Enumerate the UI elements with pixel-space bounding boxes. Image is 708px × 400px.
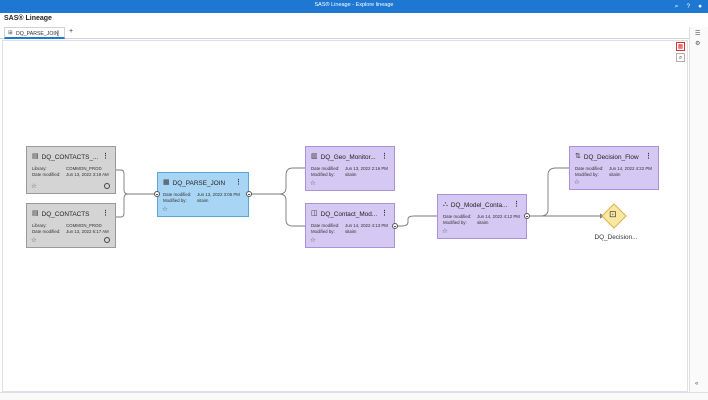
job-icon: ▦ <box>163 179 170 186</box>
date-modified-label: Date modified: <box>163 192 192 197</box>
date-modified-value: Jun 13, 2022 2:16 PM <box>345 166 388 171</box>
modified-by-value: sitaim <box>197 198 209 203</box>
library-value: COMMON_PROD <box>66 223 102 228</box>
lineage-node-dq-parse-join[interactable]: ▦ DQ_PARSE_JOIN ⋮ Date modified: Jun 13,… <box>157 172 249 217</box>
node-name: DQ_PARSE_JOIN <box>172 179 226 187</box>
node-menu-button[interactable]: ⋮ <box>102 210 109 217</box>
expand-icon[interactable]: « <box>695 381 699 387</box>
tab-dq-parse-join[interactable]: ⊞ DQ_PARSE_JOIN ⋮ <box>4 27 65 39</box>
lineage-icon: ⊞ <box>8 30 13 36</box>
search-icon[interactable]: ⌕ <box>674 3 679 10</box>
expand-port-contact-mod-output[interactable] <box>392 223 398 229</box>
date-modified-label: Date modified: <box>311 223 340 228</box>
date-modified-label: Date modified: <box>32 172 61 177</box>
project-icon: ⛬ <box>443 201 448 208</box>
status-circle-icon <box>104 183 110 189</box>
node-name: DQ_CONTACTS_... <box>41 153 99 161</box>
node-name: DQ_Contact_Mod... <box>320 210 378 218</box>
lineage-node-dq-contacts-2[interactable]: ▤ DQ_CONTACTS ⋮ Library: COMMON_PROD Dat… <box>26 203 116 248</box>
table-icon: ▤ <box>32 210 39 217</box>
user-icon[interactable]: ● <box>698 3 702 10</box>
lineage-node-dq-decision[interactable]: ⊡ <box>601 203 627 229</box>
favorite-star-icon[interactable]: ☆ <box>310 237 316 244</box>
node-name: DQ_Geo_Monitor... <box>320 153 376 161</box>
date-modified-label: Date modified: <box>32 229 61 234</box>
app-header: SAS® Lineage <box>0 13 708 26</box>
modified-by-value: sitaim <box>345 229 357 234</box>
modified-by-label: Modified by: <box>163 198 187 203</box>
lineage-node-dq-model-conta[interactable]: ⛬ DQ_Model_Conta... ⋮ Date modified: Jun… <box>437 194 527 239</box>
modified-by-label: Modified by: <box>311 229 335 234</box>
modified-by-label: Modified by: <box>311 172 335 177</box>
date-modified-value: Jun 14, 2022 4:22 PM <box>609 166 652 171</box>
node-menu-button[interactable]: ⋮ <box>513 201 520 208</box>
date-modified-label: Date modified: <box>311 166 340 171</box>
flow-icon: ⇅ <box>575 153 581 160</box>
favorite-star-icon[interactable]: ☆ <box>31 237 37 244</box>
expand-port-parse-output[interactable] <box>246 191 252 197</box>
node-name: DQ_CONTACTS <box>41 210 90 218</box>
tab-bar: ⊞ DQ_PARSE_JOIN ⋮ + <box>0 27 708 39</box>
lineage-node-dq-contact-mod[interactable]: ◫ DQ_Contact_Mod... ⋮ Date modified: Jun… <box>305 203 395 248</box>
details-icon[interactable]: ☰ <box>695 31 701 37</box>
modified-by-label: Modified by: <box>443 220 467 225</box>
decision-node-label: DQ_Decision... <box>594 234 638 241</box>
node-menu-button[interactable]: ⋮ <box>381 153 388 160</box>
node-name: DQ_Model_Conta... <box>450 201 508 209</box>
modified-by-value: sitaim <box>609 172 621 177</box>
favorite-star-icon[interactable]: ☆ <box>310 180 316 187</box>
expand-port-parse-input[interactable] <box>154 191 160 197</box>
help-icon[interactable]: ? <box>686 3 691 10</box>
favorite-star-icon[interactable]: ☆ <box>442 228 448 235</box>
date-modified-value: Jun 14, 2022 4:13 PM <box>345 223 388 228</box>
add-tab-button[interactable]: + <box>69 28 74 35</box>
date-modified-value: Jun 14, 2022 4:12 PM <box>477 214 520 219</box>
zoom-icon[interactable]: ⌕ <box>676 53 685 62</box>
right-panel: ☰ ⚙ « <box>689 27 708 392</box>
status-bar <box>0 392 708 400</box>
favorite-star-icon[interactable]: ☆ <box>31 183 37 190</box>
modified-by-value: sitaim <box>345 172 357 177</box>
date-modified-value: Jun 13, 2022 3:19 AM <box>66 172 109 177</box>
decision-icon: ⊡ <box>609 209 617 219</box>
grid-view-icon[interactable]: ▦ <box>676 42 685 51</box>
lineage-node-dq-contacts-1[interactable]: ▤ DQ_CONTACTS_... ⋮ Library: COMMON_PROD… <box>26 146 116 194</box>
node-menu-button[interactable]: ⋮ <box>235 179 242 186</box>
library-label: Library: <box>32 223 47 228</box>
node-menu-button[interactable]: ⋮ <box>102 153 109 160</box>
status-circle-icon <box>104 237 110 243</box>
model-icon: ◫ <box>311 210 318 217</box>
node-menu-button[interactable]: ⋮ <box>381 210 388 217</box>
app-title: SAS® Lineage <box>4 15 52 22</box>
date-modified-value: Jun 13, 2022 3:05 PM <box>197 192 240 197</box>
date-modified-value: Jun 13, 2022 6:17 AM <box>66 229 109 234</box>
library-value: COMMON_PROD <box>66 166 102 171</box>
title-bar: SAS® Lineage - Explore lineage ⌕ ? ● <box>0 0 708 13</box>
lineage-node-dq-geo-monitor[interactable]: ▥ DQ_Geo_Monitor... ⋮ Date modified: Jun… <box>305 146 395 191</box>
node-menu-button[interactable]: ⋮ <box>645 153 652 160</box>
date-modified-label: Date modified: <box>575 166 604 171</box>
library-label: Library: <box>32 166 47 171</box>
node-name: DQ_Decision_Flow <box>583 153 639 161</box>
modified-by-label: Modified by: <box>575 172 599 177</box>
expand-port-model-conta-output[interactable] <box>524 213 530 219</box>
tab-menu-button[interactable]: ⋮ <box>55 31 61 37</box>
favorite-star-icon[interactable]: ☆ <box>574 179 580 186</box>
report-icon: ▥ <box>311 153 318 160</box>
tab-label: DQ_PARSE_JOIN <box>16 31 59 37</box>
favorite-star-icon[interactable]: ☆ <box>162 206 168 213</box>
lineage-node-dq-decision-flow[interactable]: ⇅ DQ_Decision_Flow ⋮ Date modified: Jun … <box>569 146 659 190</box>
window-title: SAS® Lineage - Explore lineage <box>314 2 394 8</box>
table-icon: ▤ <box>32 153 39 160</box>
modified-by-value: sitaim <box>477 220 489 225</box>
date-modified-label: Date modified: <box>443 214 472 219</box>
settings-icon[interactable]: ⚙ <box>695 41 701 47</box>
